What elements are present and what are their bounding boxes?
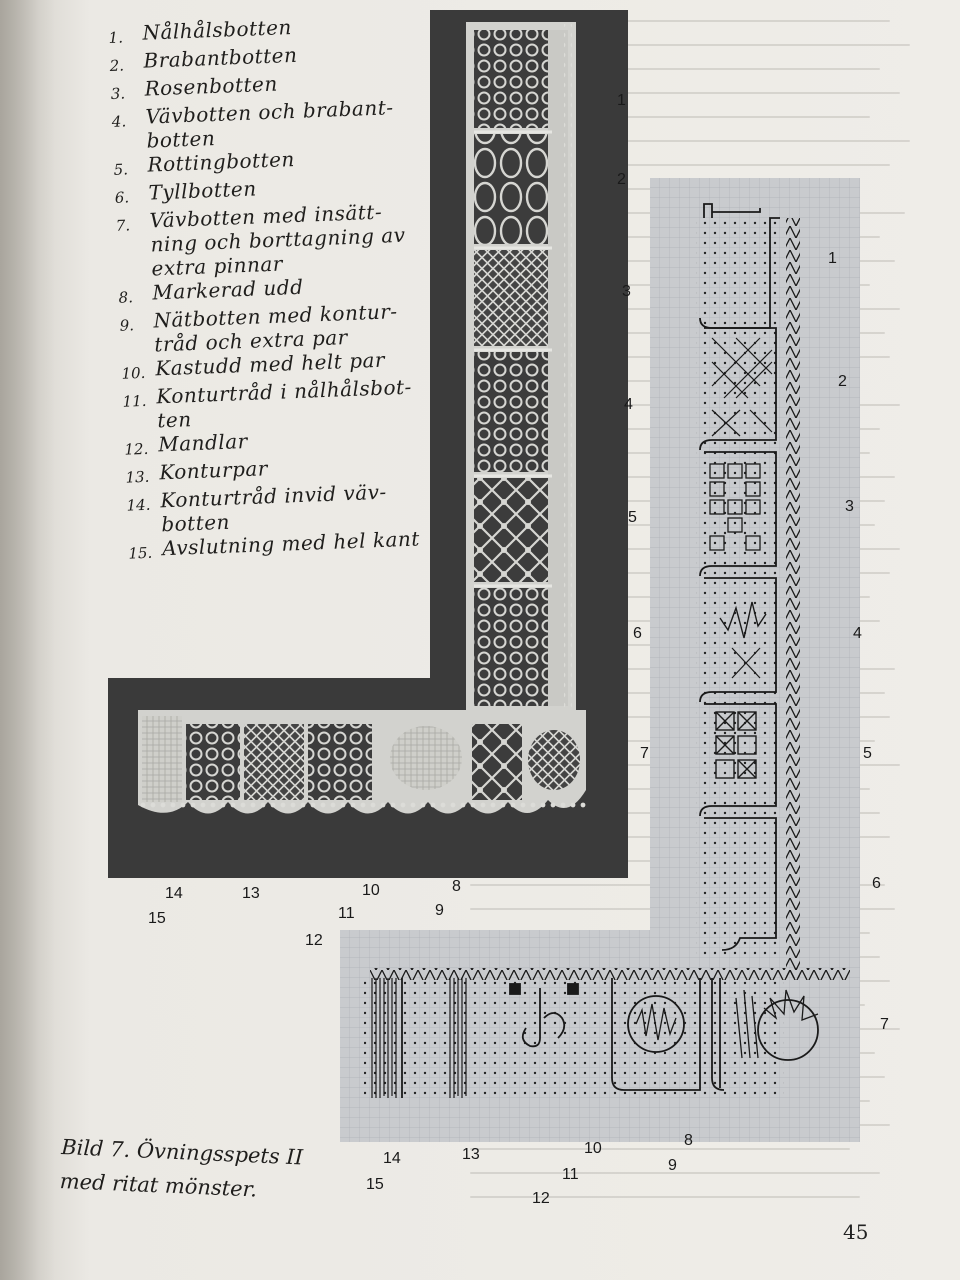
photo-label-7: 7 (640, 745, 649, 762)
photo-label-14: 14 (165, 885, 183, 902)
legend-number: 13. (125, 467, 150, 487)
legend-number: 4. (111, 112, 127, 131)
diagram-label-13: 13 (462, 1146, 480, 1163)
photo-label-8: 8 (452, 878, 461, 895)
diagram-label-10: 10 (584, 1140, 602, 1157)
legend-item: 7. Vävbotten med insätt- ning och bortta… (115, 198, 438, 282)
diagram-label-9: 9 (668, 1157, 677, 1174)
legend-text: Brabantbotten (143, 42, 298, 73)
legend-number: 12. (124, 439, 149, 459)
photo-label-13: 13 (242, 885, 260, 902)
photo-label-11: 11 (338, 905, 355, 922)
diagram-label-14: 14 (383, 1150, 401, 1167)
photo-label-10: 10 (362, 882, 380, 899)
pattern-diagram (340, 178, 860, 1142)
legend-number: 7. (115, 216, 131, 235)
diagram-label-1: 1 (828, 250, 837, 267)
photo-label-15: 15 (148, 910, 166, 927)
legend-text: botten (146, 125, 216, 153)
photo-label-12: 12 (305, 932, 323, 949)
lace-photograph (108, 10, 628, 878)
photo-label-3: 3 (622, 283, 631, 300)
diagram-label-2: 2 (838, 373, 847, 390)
photo-label-5: 5 (628, 509, 637, 526)
diagram-horizontal-strip (364, 968, 850, 1098)
legend-number: 10. (121, 363, 146, 383)
legend-list: 1. Nålhålsbotten 2. Brabantbotten 3. Ros… (108, 10, 449, 566)
legend-text: Rosenbotten (144, 71, 279, 101)
diagram-label-4: 4 (853, 625, 862, 642)
legend-text: Konturpar (158, 456, 269, 485)
gutter-shadow (0, 0, 55, 1280)
legend-number: 2. (109, 56, 125, 75)
legend-text: Rottingbotten (147, 146, 296, 177)
figure-caption: Bild 7. Övningsspets II med ritat mönste… (59, 1130, 362, 1211)
photo-label-6: 6 (633, 625, 642, 642)
lace-vertical-strip (466, 22, 576, 712)
page-number: 45 (843, 1220, 869, 1244)
legend-text: Mandlar (157, 428, 249, 457)
legend-number: 15. (128, 543, 153, 563)
diagram-label-11: 11 (562, 1166, 579, 1183)
diagram-label-3: 3 (845, 498, 854, 515)
diagram-label-5: 5 (863, 745, 872, 762)
legend-text: Tyllbotten (148, 176, 258, 205)
legend-number: 6. (114, 188, 130, 207)
photo-label-4: 4 (624, 396, 633, 413)
diagram-label-15: 15 (366, 1176, 384, 1193)
photo-label-2: 2 (617, 171, 626, 188)
legend-number: 11. (122, 391, 147, 411)
photo-label-9: 9 (435, 902, 444, 919)
legend-number: 3. (110, 84, 126, 103)
legend-text: botten (160, 509, 231, 537)
legend-number: 5. (113, 160, 129, 179)
legend-number: 1. (108, 28, 124, 47)
legend-text: Nålhålsbotten (141, 14, 293, 45)
legend-text: ten (156, 407, 193, 433)
legend-number: 14. (126, 495, 151, 515)
diagram-label-8: 8 (684, 1132, 693, 1149)
diagram-vertical-strip (696, 203, 800, 978)
diagram-label-12: 12 (532, 1190, 550, 1207)
diagram-label-6: 6 (872, 875, 881, 892)
lace-horizontal-strip (138, 710, 588, 814)
legend-number: 9. (119, 316, 135, 335)
legend-number: 8. (118, 288, 134, 307)
diagram-label-7: 7 (880, 1016, 889, 1033)
photo-label-1: 1 (617, 92, 626, 109)
legend-text: Markerad udd (151, 274, 304, 305)
